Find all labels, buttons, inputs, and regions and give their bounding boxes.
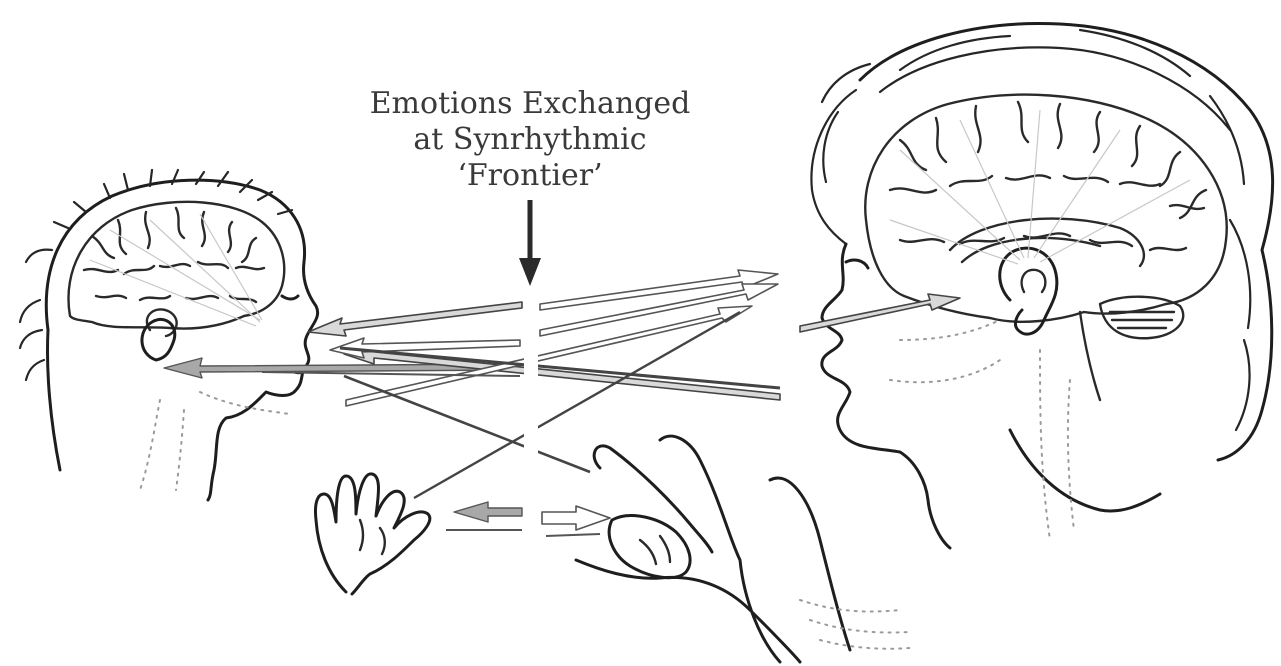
infant-head	[20, 170, 318, 500]
adult-head	[811, 23, 1272, 548]
arrow-to-infant-1	[308, 302, 522, 336]
cross-line-2	[414, 312, 740, 498]
hand-line-2	[546, 534, 600, 536]
exchange-arrows	[164, 270, 960, 536]
arrow-hand-to-adult	[542, 506, 610, 530]
arrow-hand-to-infant	[454, 502, 522, 522]
frontier-pointer-arrow	[519, 200, 541, 286]
cross-line-3	[344, 376, 590, 472]
infant-hand	[315, 474, 429, 594]
frontier-gap	[524, 290, 538, 520]
adult-hand	[576, 436, 910, 662]
